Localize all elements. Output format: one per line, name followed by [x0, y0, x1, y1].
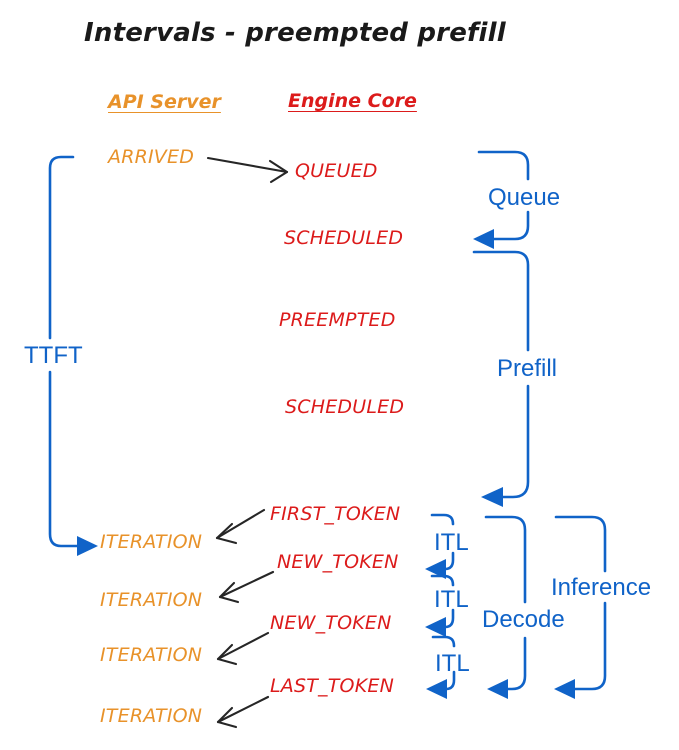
interval-label-ttft: TTFT: [24, 342, 83, 369]
queue-arrowhead-icon: [473, 229, 494, 249]
itl-arrowhead-3-icon: [426, 679, 447, 699]
interval-label-decode: Decode: [482, 606, 565, 633]
page-title: Intervals - preempted prefill: [84, 18, 506, 48]
interval-label-itl-2: ITL: [434, 586, 469, 613]
ttft-bracket: [48, 155, 98, 556]
interval-label-queue: Queue: [488, 184, 561, 211]
prefill-arrowhead-icon: [481, 487, 503, 507]
interval-label-itl-1: ITL: [434, 529, 469, 556]
event-preempted: PREEMPTED: [279, 309, 396, 331]
event-iteration-2: ITERATION: [100, 589, 203, 611]
arrow-new-token-1-to-iteration-2: [218, 570, 275, 604]
event-first-token: FIRST_TOKEN: [270, 503, 401, 525]
inference-arrowhead-icon: [554, 679, 575, 699]
event-last-token: LAST_TOKEN: [270, 675, 394, 697]
event-scheduled-2: SCHEDULED: [285, 396, 405, 418]
interval-label-prefill: Prefill: [497, 355, 558, 382]
event-new-token-1: NEW_TOKEN: [277, 551, 399, 573]
itl-bracket-3: [426, 635, 456, 699]
arrow-last-token-to-iteration-4: [216, 695, 270, 729]
column-header-api-server: API Server: [108, 91, 221, 113]
event-iteration-4: ITERATION: [100, 705, 203, 727]
inference-bracket: [554, 515, 607, 699]
interval-label-itl-3: ITL: [435, 650, 470, 677]
decode-arrowhead-icon: [487, 679, 508, 699]
interval-label-inference: Inference: [551, 574, 652, 601]
event-arrived: ARRIVED: [108, 146, 195, 168]
decode-bracket: [484, 515, 527, 699]
arrow-first-token-to-iteration-1: [215, 508, 266, 545]
itl-bracket-1: [425, 513, 455, 579]
itl-arrowhead-2-icon: [425, 617, 446, 637]
event-iteration-3: ITERATION: [100, 644, 203, 666]
queue-bracket: [473, 150, 530, 249]
itl-bracket-2: [425, 574, 455, 637]
event-iteration-1: ITERATION: [100, 531, 203, 553]
event-new-token-2: NEW_TOKEN: [270, 612, 392, 634]
arrow-arrived-to-queued: [206, 156, 289, 184]
itl-arrowhead-1-icon: [425, 559, 446, 579]
event-queued: QUEUED: [295, 160, 378, 182]
arrow-new-token-2-to-iteration-3: [216, 631, 270, 666]
prefill-bracket: [472, 250, 530, 507]
event-scheduled-1: SCHEDULED: [284, 227, 404, 249]
ttft-arrowhead-icon: [77, 536, 98, 556]
column-header-engine-core: Engine Core: [288, 90, 417, 112]
